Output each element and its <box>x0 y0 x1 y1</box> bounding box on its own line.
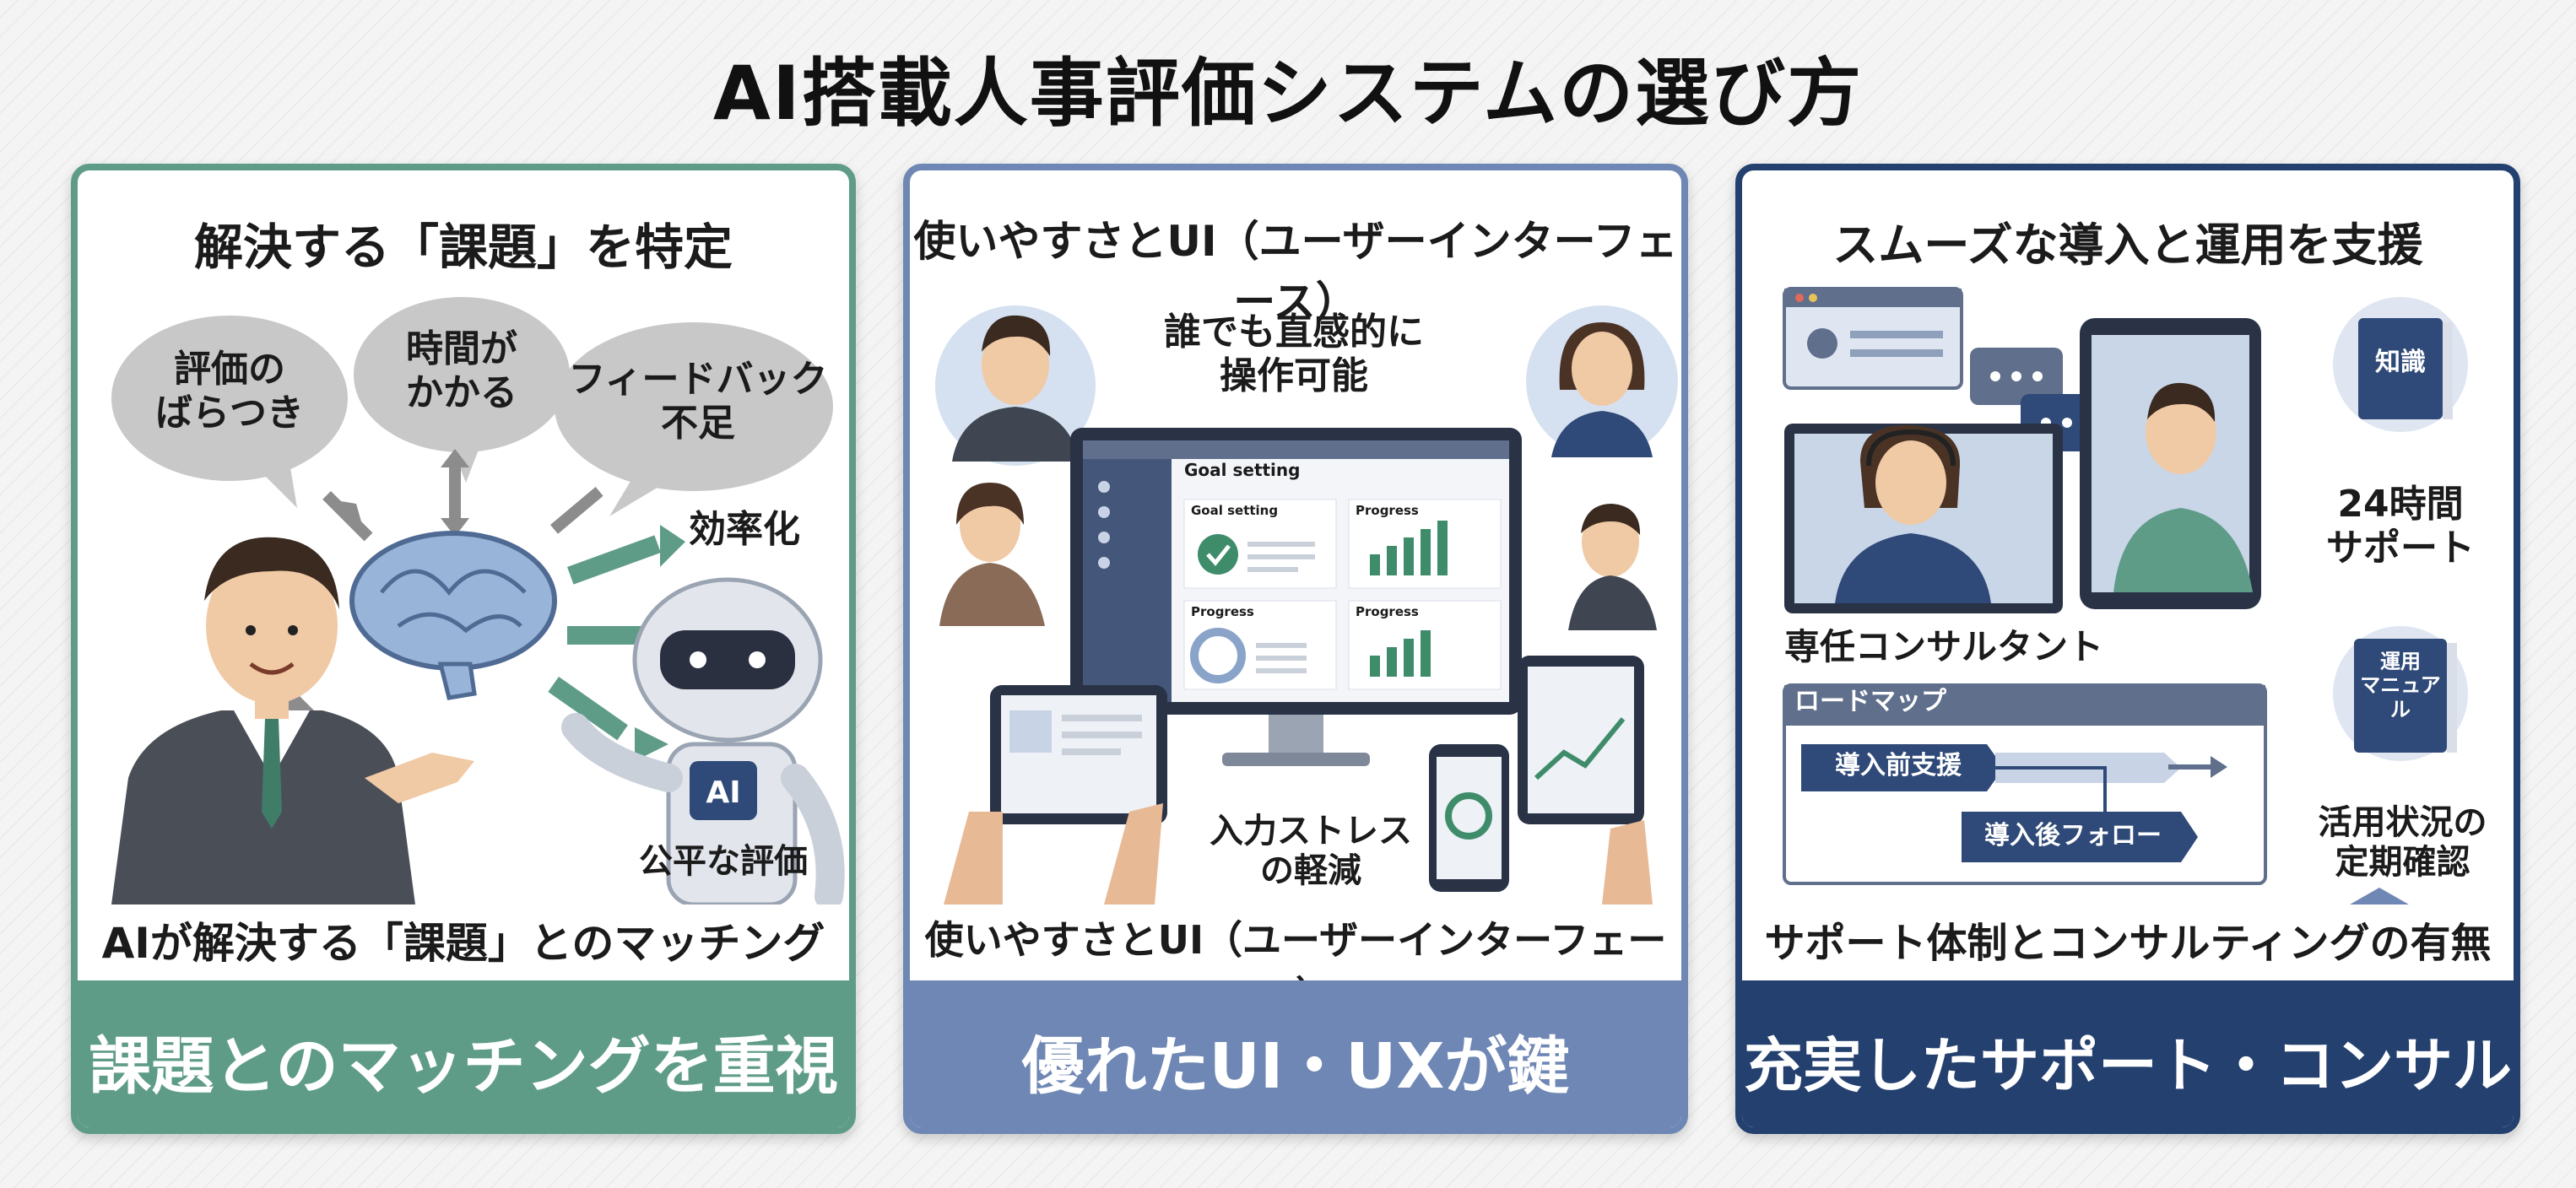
screen-tile-label: Progress <box>1191 604 1254 619</box>
callout-less-stress: 入力ストレス の軽減 <box>1210 812 1412 891</box>
avatar-man-top-left <box>935 305 1096 466</box>
bubble-lack-feedback <box>555 322 833 516</box>
tablet-device <box>990 685 1167 824</box>
screen-tile-label: Goal setting <box>1191 503 1279 518</box>
businessman-figure <box>111 537 474 904</box>
usage-review-label: 活用状況の 定期確認 <box>2318 803 2487 883</box>
support-24h-label: 24時間 サポート <box>2326 483 2475 570</box>
fair-evaluation-label: 公平な評価 <box>639 842 808 881</box>
card-footer: 課題とのマッチングを重視 <box>78 980 849 1127</box>
roadmap-title: ロードマップ <box>1794 687 1946 716</box>
avatar-woman-left <box>939 483 1045 626</box>
bubble-time-consuming <box>354 297 570 483</box>
card-issue-matching: 解決する「課題」を特定 <box>71 164 856 1134</box>
avatar-woman-top-right <box>1526 305 1678 457</box>
page-title: AI搭載人事評価システムの選び方 <box>712 50 1864 137</box>
screen-tile-label: Progress <box>1356 503 1419 518</box>
manual-book-icon <box>2333 626 2468 761</box>
card-support-consulting: スムーズな導入と運用を支援 <box>1735 164 2520 1134</box>
consultant-label: 専任コンサルタント <box>1784 626 2104 667</box>
desktop-monitor <box>1070 428 1522 766</box>
support-illustration <box>1783 287 2468 904</box>
brain-icon <box>349 531 557 700</box>
callout-intuitive: 誰でも直感的に 操作可能 <box>1164 310 1424 397</box>
card-heading: 使いやすさとUI（ユーザーインターフェース） <box>913 217 1678 327</box>
bubble-evaluation-variance-text: 評価の ばらつき <box>155 348 304 435</box>
ui-illustration <box>935 305 1678 904</box>
smartphone-device <box>1429 744 1509 892</box>
robot-figure <box>561 577 845 904</box>
roadmap-panel <box>1783 683 2267 885</box>
card-usability-ui: 使いやすさとUI（ユーザーインターフェース） <box>903 164 1688 1134</box>
manual-book-label: 運用 マニュアル <box>2360 650 2441 721</box>
card-footer: 充実したサポート・コンサル <box>1742 980 2514 1127</box>
bubble-evaluation-variance <box>111 316 348 508</box>
hand-right <box>1602 820 1653 904</box>
knowledge-book-icon <box>2333 297 2468 432</box>
profile-window <box>1783 287 1963 390</box>
screen-title: Goal setting <box>1184 460 1301 480</box>
tablet-with-user <box>2080 318 2261 609</box>
card-subtitle: AIが解決する「課題」とのマッチング <box>101 919 825 968</box>
roadmap-step-post: 導入後フォロー <box>1984 821 2162 850</box>
avatar-man-right <box>1568 504 1657 630</box>
small-tablet-device <box>1518 656 1644 824</box>
issue-illustration <box>111 297 845 904</box>
card-footer: 優れたUI・UXが鍵 <box>910 980 1681 1127</box>
card-subtitle: サポート体制とコンサルティングの有無 <box>1764 920 2492 967</box>
chevron-down-icon <box>2350 888 2409 904</box>
robot-ai-badge: AI <box>706 775 741 810</box>
efficiency-label: 効率化 <box>689 508 800 551</box>
hand-left <box>944 812 1003 904</box>
bubble-lack-feedback-text: フィードバック 不足 <box>568 358 828 445</box>
knowledge-book-label: 知識 <box>2375 348 2426 377</box>
card-heading: 解決する「課題」を特定 <box>193 219 733 276</box>
screen-tile-label: Progress <box>1356 604 1419 619</box>
hand-center <box>1104 803 1163 904</box>
bubble-time-consuming-text: 時間が かかる <box>406 327 517 414</box>
consultant-video-screen <box>1784 424 2063 613</box>
roadmap-step-pre: 導入前支援 <box>1835 751 1962 780</box>
card-heading: スムーズな導入と運用を支援 <box>1832 219 2423 272</box>
